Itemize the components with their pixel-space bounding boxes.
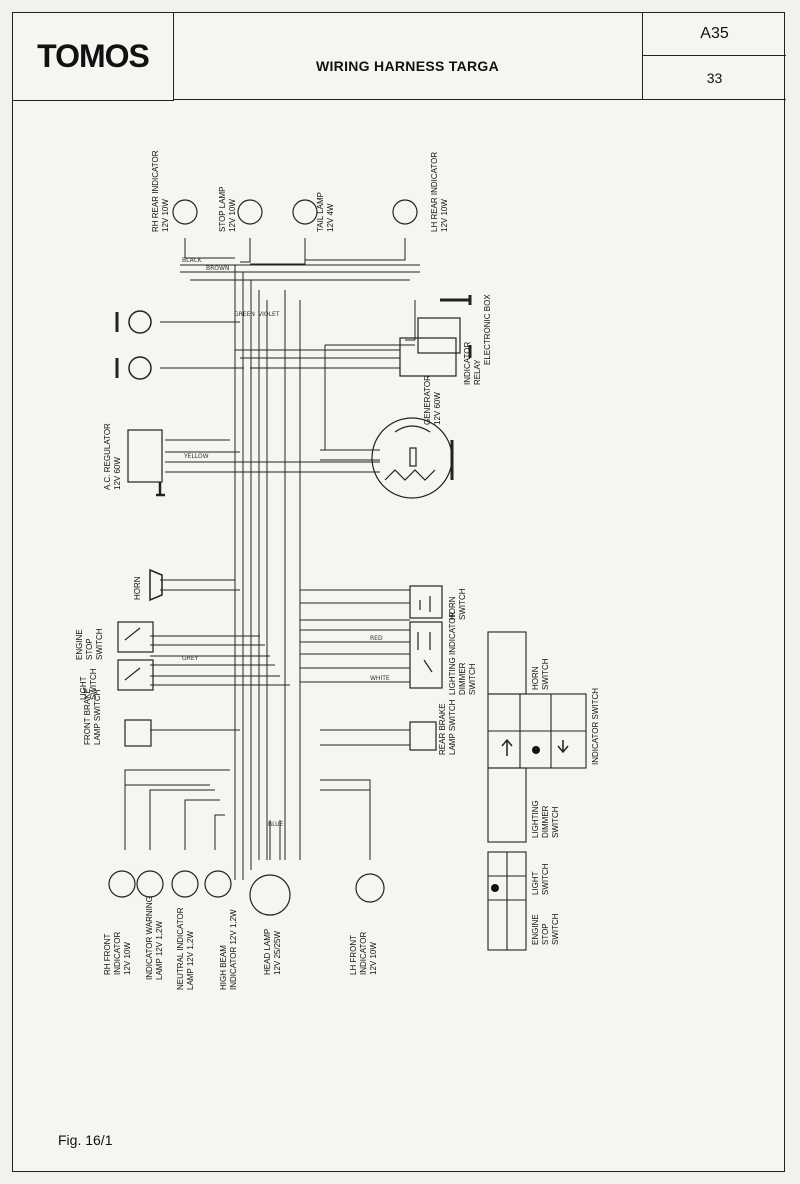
lh-front-indicator-rating: 12V 10W bbox=[369, 942, 378, 975]
legend-lighting-dimmer-label: LIGHTING bbox=[531, 800, 540, 838]
lh-front-indicator-label: LH FRONT bbox=[349, 935, 358, 975]
high-beam-label: HIGH BEAM bbox=[219, 945, 228, 990]
legend-indicator-switch-label: INDICATOR SWITCH bbox=[591, 688, 600, 765]
right-switch-block bbox=[409, 585, 443, 689]
rear-lamps bbox=[172, 199, 418, 225]
horn-label: HORN bbox=[133, 576, 142, 600]
indicator-relay-label-2: RELAY bbox=[473, 359, 482, 385]
wire-tag-green: GREEN bbox=[234, 311, 255, 318]
head-lamp-label: HEAD LAMP bbox=[263, 929, 272, 975]
generator-label: GENERATOR bbox=[423, 375, 432, 425]
legend-lighting-dimmer-label-2: DIMMER bbox=[541, 805, 550, 838]
front-brake-label: FRONT BRAKE bbox=[83, 688, 92, 745]
front-lamps bbox=[108, 870, 385, 916]
wire-tag-black: BLACK bbox=[182, 257, 203, 264]
light-switch-label-2: SWITCH bbox=[89, 668, 98, 700]
legend-engine-stop-label: ENGINE bbox=[531, 914, 540, 945]
lighting-indicator-dimmer-label-3: SWITCH bbox=[468, 663, 477, 695]
legend-engine-stop-label-3: SWITCH bbox=[551, 913, 560, 945]
tail-lamp-label: TAIL LAMP bbox=[316, 192, 325, 232]
horn-switch-label-2: SWITCH bbox=[458, 588, 467, 620]
light-switch-label: LIGHT bbox=[79, 676, 88, 700]
front-brake-switch bbox=[124, 719, 152, 747]
ac-regulator-label: A.C. REGULATOR bbox=[103, 423, 112, 490]
left-switch-block bbox=[117, 621, 154, 691]
rear-lamp-labels: RH REAR INDICATOR 12V 10W STOP LAMP 12V … bbox=[151, 150, 449, 232]
horn-ring-lower bbox=[128, 356, 152, 380]
indicator-relay-label: INDICATOR bbox=[463, 342, 472, 385]
legend-light-switch-label-2: SWITCH bbox=[541, 863, 550, 895]
wire-tag-blue: BLUE bbox=[268, 821, 284, 828]
rh-front-indicator-rating: 12V 10W bbox=[123, 942, 132, 975]
front-brake-label-2: LAMP SWITCH bbox=[93, 689, 102, 745]
wire-tag-violet: VIOLET bbox=[258, 311, 280, 318]
document-code: A35 bbox=[642, 13, 786, 56]
indicator-warning-rating: LAMP 12V 1,2W bbox=[155, 921, 164, 980]
electronic-box bbox=[417, 295, 472, 358]
wire-tag-grey: GREY bbox=[182, 655, 199, 662]
head-lamp-rating: 12V 25/25W bbox=[273, 931, 282, 975]
rh-rear-indicator-rating: 12V 10W bbox=[161, 199, 170, 232]
rear-brake-label: REAR BRAKE bbox=[438, 703, 447, 755]
indicator-warning-label: INDICATOR WARNING bbox=[145, 896, 154, 980]
lh-front-indicator-label-2: INDICATOR bbox=[359, 932, 368, 975]
indicator-off-dot bbox=[532, 746, 540, 754]
legend-lighting-dimmer-label-3: SWITCH bbox=[551, 806, 560, 838]
generator bbox=[371, 417, 454, 499]
figure-caption: Fig. 16/1 bbox=[58, 1132, 113, 1148]
legend-horn-switch-label: HORN bbox=[531, 666, 540, 690]
legend-light-switch-label: LIGHT bbox=[531, 871, 540, 895]
tail-lamp-rating: 12V 4W bbox=[326, 203, 335, 232]
electronic-box-label: ELECTRONIC BOX bbox=[483, 294, 492, 365]
wire-tag-white: WHITE bbox=[370, 675, 390, 682]
wire-tag-yellow: YELLOW bbox=[183, 453, 209, 460]
legend-switch-charts bbox=[487, 631, 587, 951]
wire-tag-red: RED bbox=[370, 635, 383, 642]
stop-lamp-label: STOP LAMP bbox=[218, 187, 227, 233]
page-number: 33 bbox=[642, 56, 786, 100]
lh-rear-indicator-rating: 12V 10W bbox=[440, 199, 449, 232]
brand-logo: TOMOS bbox=[13, 13, 174, 101]
rh-rear-indicator-label: RH REAR INDICATOR bbox=[151, 150, 160, 232]
rh-front-indicator-label: RH FRONT bbox=[103, 934, 112, 975]
indicator-relay bbox=[399, 337, 457, 377]
lh-rear-indicator-label: LH REAR INDICATOR bbox=[430, 152, 439, 232]
light-on-dot bbox=[491, 884, 499, 892]
rear-brake-switch bbox=[409, 721, 437, 751]
wire-tag-brown: BROWN bbox=[206, 265, 229, 272]
horn-ring-upper bbox=[128, 310, 152, 334]
stop-lamp-rating: 12V 10W bbox=[228, 199, 237, 232]
ac-regulator bbox=[127, 429, 165, 497]
horn bbox=[149, 568, 163, 602]
rear-brake-label-2: LAMP SWITCH bbox=[448, 699, 457, 755]
lighting-indicator-dimmer-label: LIGHTING INDICATOR bbox=[448, 612, 457, 695]
engine-stop-switch-label-3: SWITCH bbox=[95, 628, 104, 660]
legend-engine-stop-label-2: STOP bbox=[541, 923, 550, 945]
neutral-indicator-rating: LAMP 12V 1,2W bbox=[186, 931, 195, 990]
page-frame: TOMOS WIRING HARNESS TARGA A35 33 bbox=[12, 12, 786, 1172]
lighting-indicator-dimmer-label-2: DIMMER bbox=[458, 662, 467, 695]
generator-rating: 12V 60W bbox=[433, 392, 442, 425]
engine-stop-switch-label-2: STOP bbox=[85, 638, 94, 660]
engine-stop-switch-label: ENGINE bbox=[75, 629, 84, 660]
rh-front-indicator-label-2: INDICATOR bbox=[113, 932, 122, 975]
ac-regulator-rating: 12V 60W bbox=[113, 457, 122, 490]
horn-switch-label: HORN bbox=[448, 596, 457, 620]
high-beam-rating: INDICATOR 12V 1,2W bbox=[229, 909, 238, 990]
page-title: WIRING HARNESS TARGA bbox=[173, 13, 642, 100]
neutral-indicator-label: NEUTRAL INDICATOR bbox=[176, 907, 185, 990]
legend-horn-switch-label-2: SWITCH bbox=[541, 658, 550, 690]
